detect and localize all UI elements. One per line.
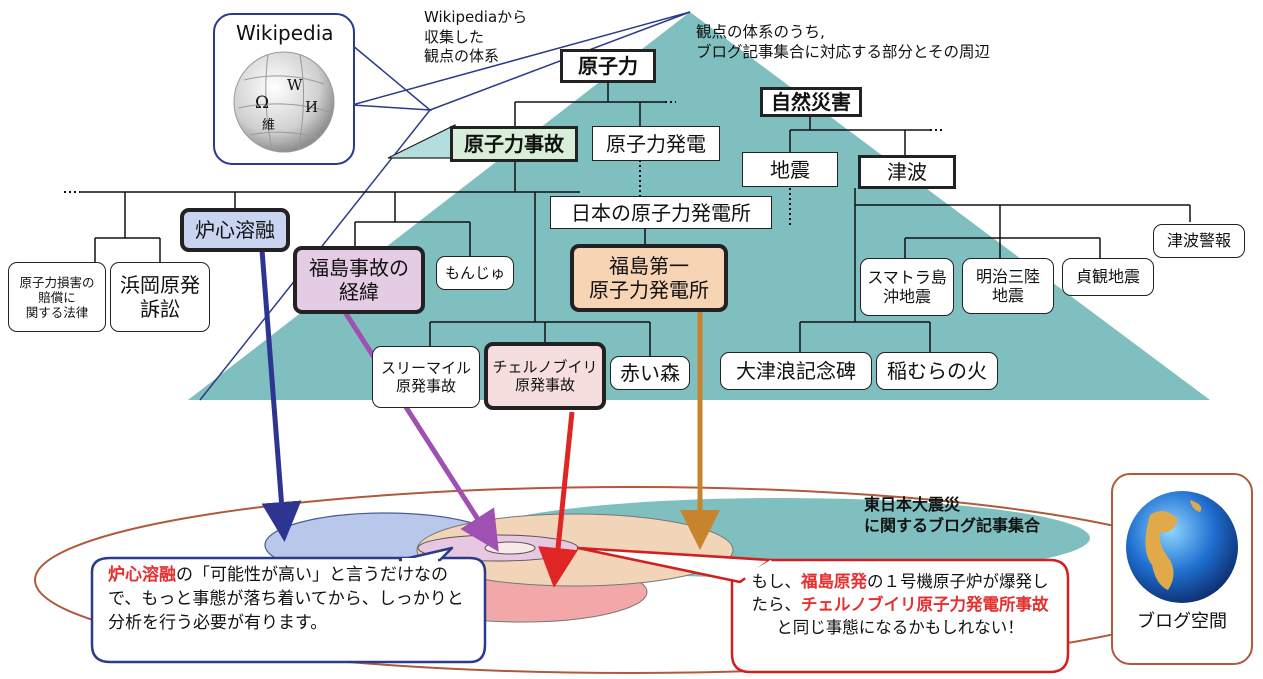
bubble-right-h1: 福島原発	[801, 572, 867, 591]
node-tsunami-keiho: 津波警報	[1153, 224, 1245, 258]
blog-set-note: 東日本大震災 に関するブログ記事集合	[864, 495, 1041, 535]
node-jishin: 地震	[742, 152, 838, 187]
node-tsunami: 津波	[858, 155, 956, 189]
subset-note: 観点の体系のうち, ブログ記事集合に対応する部分とその周辺	[696, 23, 991, 62]
wiki-glyph-kanji: 維	[262, 118, 276, 133]
node-roshin-yuyu: 炉心溶融	[180, 208, 290, 252]
bubble-left-body: の「可能性が高い」と言うだけなので、もっと事態が落ち着いてから、しっかりと分析を…	[108, 565, 464, 633]
arrow-purple	[342, 310, 499, 552]
node-akai-mori: 赤い森	[610, 356, 690, 390]
bubble-left-text: 炉心溶融の「可能性が高い」と言うだけなので、もっと事態が落ち着いてから、しっかり…	[108, 564, 478, 635]
node-hamaoka: 浜岡原発 訴訟	[110, 262, 210, 332]
wiki-glyph-omega: Ω	[255, 93, 270, 113]
blog-space-label: ブログ空間	[1137, 611, 1227, 632]
node-meiji-sanriku: 明治三陸 地震	[962, 258, 1054, 314]
bubble-right-t2: の１号機原子炉が爆発したら、	[751, 572, 1049, 615]
node-nihon-hatsudensho: 日本の原子力発電所	[550, 196, 772, 229]
node-three-mile: スリーマイル 原発事故	[372, 346, 480, 408]
wiki-glyph-i: И	[305, 98, 319, 116]
arrow-blue	[259, 249, 302, 542]
node-monju: もんじゅ	[436, 256, 514, 290]
wiki-triangle	[351, 44, 433, 111]
node-genshiryoku: 原子力	[560, 49, 656, 83]
node-sumatra: スマトラ島 沖地震	[860, 258, 954, 316]
small-triangle	[387, 124, 456, 159]
wiki-glyph-w: W	[287, 76, 303, 94]
wikipedia-globe-icon	[233, 51, 335, 153]
bubble-right-t3: と同じ事態になるかもしれない！	[776, 618, 1024, 638]
bubble-right-h2: チェルノブイリ原子力発電所事故	[801, 595, 1049, 615]
bubble-left-shape	[90, 556, 487, 664]
node-songai-hoshou: 原子力損害の 賠償に 関する法律	[8, 262, 106, 332]
node-jogan: 貞観地震	[1062, 258, 1154, 296]
bubble-right-t1: もし、	[751, 572, 802, 591]
node-inamura: 稲むらの火	[876, 352, 998, 390]
arrow-red	[538, 411, 578, 588]
bubble-left-highlight: 炉心溶融	[108, 565, 176, 585]
node-shizen-saigai: 自然災害	[760, 87, 862, 117]
bubble-right-text: もし、福島原発の１号機原子炉が爆発したら、チェルノブイリ原子力発電所事故と同じ事…	[750, 570, 1050, 639]
node-fukushima-daiichi: 福島第一 原子力発電所	[570, 244, 728, 312]
node-otsunami-kinenhi: 大津浪記念碑	[720, 352, 872, 390]
node-genshiryoku-jiko: 原子力事故	[450, 126, 578, 162]
earth-globe-icon	[1126, 491, 1238, 603]
wiki-collect-note: Wikipediaから 収集した 観点の体系	[424, 8, 528, 65]
node-fukushima-keii: 福島事故の 経緯	[293, 246, 425, 314]
node-chernobyl: チェルノブイリ 原発事故	[484, 342, 606, 410]
wikipedia-label: Wikipedia	[236, 21, 334, 45]
node-genshiryoku-hatsuden: 原子力発電	[592, 126, 720, 161]
